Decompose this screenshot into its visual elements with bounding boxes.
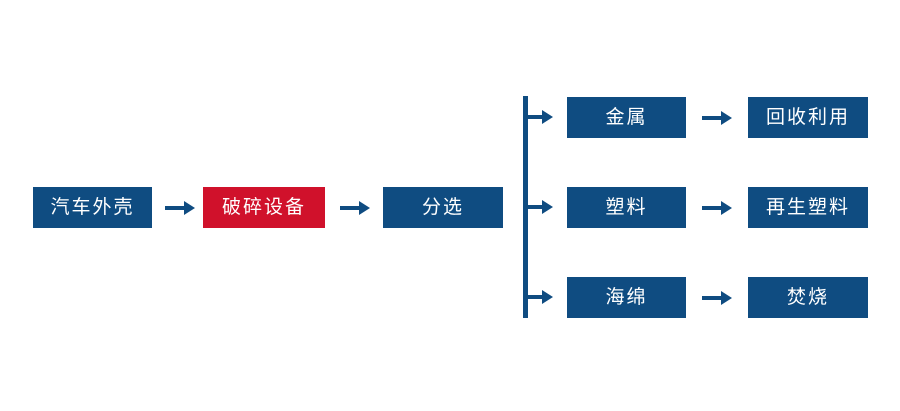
vertical-branch-bus — [523, 96, 528, 318]
node-label: 再生塑料 — [765, 197, 850, 218]
node-sorting[interactable]: 分选 — [383, 187, 503, 228]
node-label: 分选 — [421, 197, 464, 218]
node-sponge-outcome[interactable]: 焚烧 — [748, 277, 868, 318]
node-car-shell[interactable]: 汽车外壳 — [33, 187, 152, 228]
node-metal-outcome[interactable]: 回收利用 — [748, 97, 868, 138]
node-plastic-outcome[interactable]: 再生塑料 — [748, 187, 868, 228]
node-sponge-material[interactable]: 海绵 — [567, 277, 686, 318]
node-metal-material[interactable]: 金属 — [567, 97, 686, 138]
node-crushing-equipment[interactable]: 破碎设备 — [203, 187, 325, 228]
node-label: 汽车外壳 — [50, 197, 135, 218]
node-label: 海绵 — [605, 287, 648, 308]
node-label: 回收利用 — [765, 107, 850, 128]
node-label: 破碎设备 — [221, 197, 306, 218]
arrow-right-icon — [526, 197, 553, 217]
arrow-right-icon — [526, 287, 553, 307]
node-label: 金属 — [605, 107, 648, 128]
node-label: 塑料 — [605, 197, 648, 218]
arrow-right-icon — [165, 198, 195, 218]
arrow-right-icon — [702, 108, 732, 128]
arrow-right-icon — [702, 288, 732, 308]
node-label: 焚烧 — [786, 287, 829, 308]
arrow-right-icon — [526, 107, 553, 127]
node-plastic-material[interactable]: 塑料 — [567, 187, 686, 228]
arrow-right-icon — [340, 198, 370, 218]
arrow-right-icon — [702, 198, 732, 218]
